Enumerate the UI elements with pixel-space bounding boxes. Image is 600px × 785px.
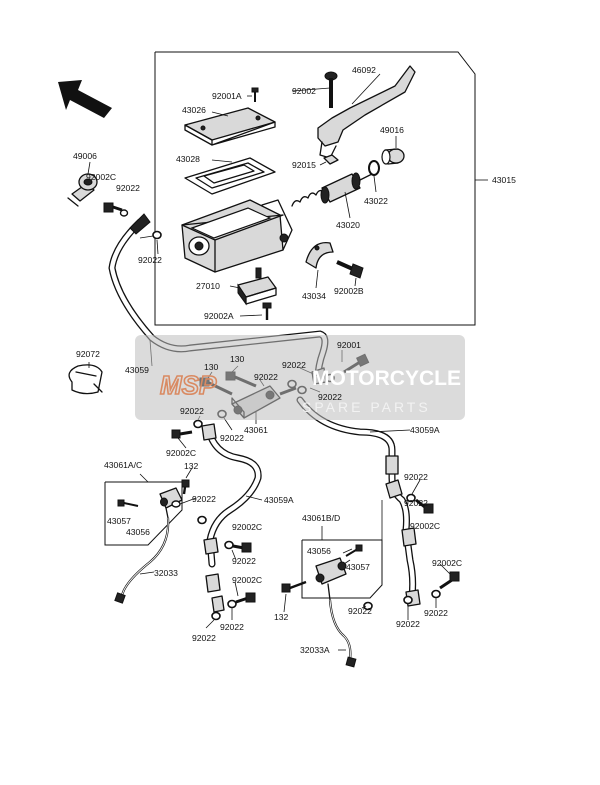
bleed-valve-43056b bbox=[345, 544, 363, 557]
bolt-92002b bbox=[336, 260, 364, 279]
label-92022-h: 92022 bbox=[192, 494, 216, 504]
bolt-92002c-left-b bbox=[235, 592, 256, 604]
label-43026: 43026 bbox=[182, 105, 206, 115]
label-43059a-b: 43059A bbox=[264, 495, 294, 505]
label-43059a-a: 43059A bbox=[410, 425, 440, 435]
label-32033a: 32033A bbox=[300, 645, 330, 655]
label-43015: 43015 bbox=[492, 175, 516, 185]
master-cylinder-body bbox=[181, 199, 293, 273]
label-130-a: 130 bbox=[204, 362, 219, 372]
label-92022-b: 92022 bbox=[138, 255, 162, 265]
assembly-box-43061ac bbox=[104, 481, 183, 546]
brake-joint-43061bd bbox=[315, 557, 347, 601]
label-92022-j: 92022 bbox=[220, 622, 244, 632]
dust-boot-49016 bbox=[381, 148, 405, 165]
label-92002c-b: 92002C bbox=[166, 448, 196, 458]
label-43022: 43022 bbox=[364, 196, 388, 206]
label-132-a: 132 bbox=[184, 461, 199, 471]
label-92022-k: 92022 bbox=[192, 633, 216, 643]
nut-92015 bbox=[323, 154, 339, 165]
label-92022-d: 92022 bbox=[318, 392, 342, 402]
brake-hose-43059a-left bbox=[201, 423, 262, 613]
watermark-title: MOTORCYCLE bbox=[312, 367, 461, 390]
bleed-valve-43057a bbox=[117, 499, 139, 507]
reservoir-cap bbox=[184, 107, 276, 146]
assembly-box-43015 bbox=[154, 51, 476, 326]
part-labels: 43015 46092 92002 92001A 43026 43028 490… bbox=[73, 65, 516, 655]
label-92022-l: 92022 bbox=[404, 472, 428, 482]
label-46092: 46092 bbox=[352, 65, 376, 75]
brake-hose-43059a-right bbox=[296, 396, 421, 607]
label-92022-e: 92022 bbox=[254, 372, 278, 382]
label-92022-a: 92022 bbox=[116, 183, 140, 193]
label-130-b: 130 bbox=[230, 354, 245, 364]
brake-pipe-32033 bbox=[114, 517, 170, 604]
brake-lever bbox=[317, 65, 416, 159]
label-92022-p: 92022 bbox=[404, 498, 428, 508]
label-92002a: 92002A bbox=[204, 311, 234, 321]
label-92072: 92072 bbox=[76, 349, 100, 359]
label-43028: 43028 bbox=[176, 154, 200, 164]
label-43056-b: 43056 bbox=[307, 546, 331, 556]
label-27010: 27010 bbox=[196, 281, 220, 291]
label-92002c-c: 92002C bbox=[232, 522, 262, 532]
label-43061bd: 43061B/D bbox=[302, 513, 340, 523]
label-43061: 43061 bbox=[244, 425, 268, 435]
brake-joint-43061ac bbox=[159, 479, 190, 519]
label-43056-a: 43056 bbox=[126, 527, 150, 537]
circlip-43022 bbox=[368, 160, 380, 176]
label-43034: 43034 bbox=[302, 291, 326, 301]
bolt-92002c-left-a bbox=[232, 542, 252, 553]
screw-92002a bbox=[262, 302, 272, 320]
handlebar-clamp bbox=[305, 241, 334, 269]
label-92022-m: 92022 bbox=[348, 606, 372, 616]
label-92002c-d: 92002C bbox=[232, 575, 262, 585]
label-49016: 49016 bbox=[380, 125, 404, 135]
label-92022-n: 92022 bbox=[424, 608, 448, 618]
label-92002c-a: 92002C bbox=[86, 172, 116, 182]
direction-arrow-icon bbox=[58, 80, 112, 118]
watermark-subtitle: SPARE PARTS bbox=[302, 399, 431, 415]
label-92022-o: 92022 bbox=[396, 619, 420, 629]
label-92022-c: 92022 bbox=[282, 360, 306, 370]
screw-92001a bbox=[251, 87, 259, 102]
brake-pipe-32033a bbox=[328, 599, 357, 668]
screw-132-b bbox=[281, 580, 307, 593]
label-92002: 92002 bbox=[292, 86, 316, 96]
label-92002c-f: 92002C bbox=[432, 558, 462, 568]
bolt-92002c-mid bbox=[171, 429, 193, 439]
label-49006: 49006 bbox=[73, 151, 97, 161]
assembly-box-43061bd bbox=[301, 539, 383, 599]
bolt-92002c-right-b bbox=[439, 571, 460, 590]
watermark: MSP MOTORCYCLE SPARE PARTS bbox=[135, 335, 465, 420]
label-92022-g: 92022 bbox=[220, 433, 244, 443]
label-92002c-e: 92002C bbox=[410, 521, 440, 531]
hose-clip-92072 bbox=[68, 364, 103, 395]
reservoir-diaphragm bbox=[184, 157, 276, 195]
label-43061ac: 43061A/C bbox=[104, 460, 142, 470]
bolt-92002c-right-a bbox=[415, 498, 434, 514]
label-92015: 92015 bbox=[292, 160, 316, 170]
label-92001a: 92001A bbox=[212, 91, 242, 101]
pivot-bolt-92002 bbox=[324, 71, 338, 108]
label-43020: 43020 bbox=[336, 220, 360, 230]
label-32033: 32033 bbox=[154, 568, 178, 578]
watermark-logo: MSP bbox=[160, 370, 217, 400]
bolt-92002c-top bbox=[103, 202, 129, 217]
label-92022-i: 92022 bbox=[232, 556, 256, 566]
label-43059: 43059 bbox=[125, 365, 149, 375]
label-92022-f: 92022 bbox=[180, 406, 204, 416]
piston-assembly-43020 bbox=[291, 172, 373, 207]
label-92001: 92001 bbox=[337, 340, 361, 350]
label-132-b: 132 bbox=[274, 612, 289, 622]
label-92002b: 92002B bbox=[334, 286, 364, 296]
label-43057-b: 43057 bbox=[346, 562, 370, 572]
label-43057-a: 43057 bbox=[107, 516, 131, 526]
brake-light-switch bbox=[237, 267, 277, 306]
